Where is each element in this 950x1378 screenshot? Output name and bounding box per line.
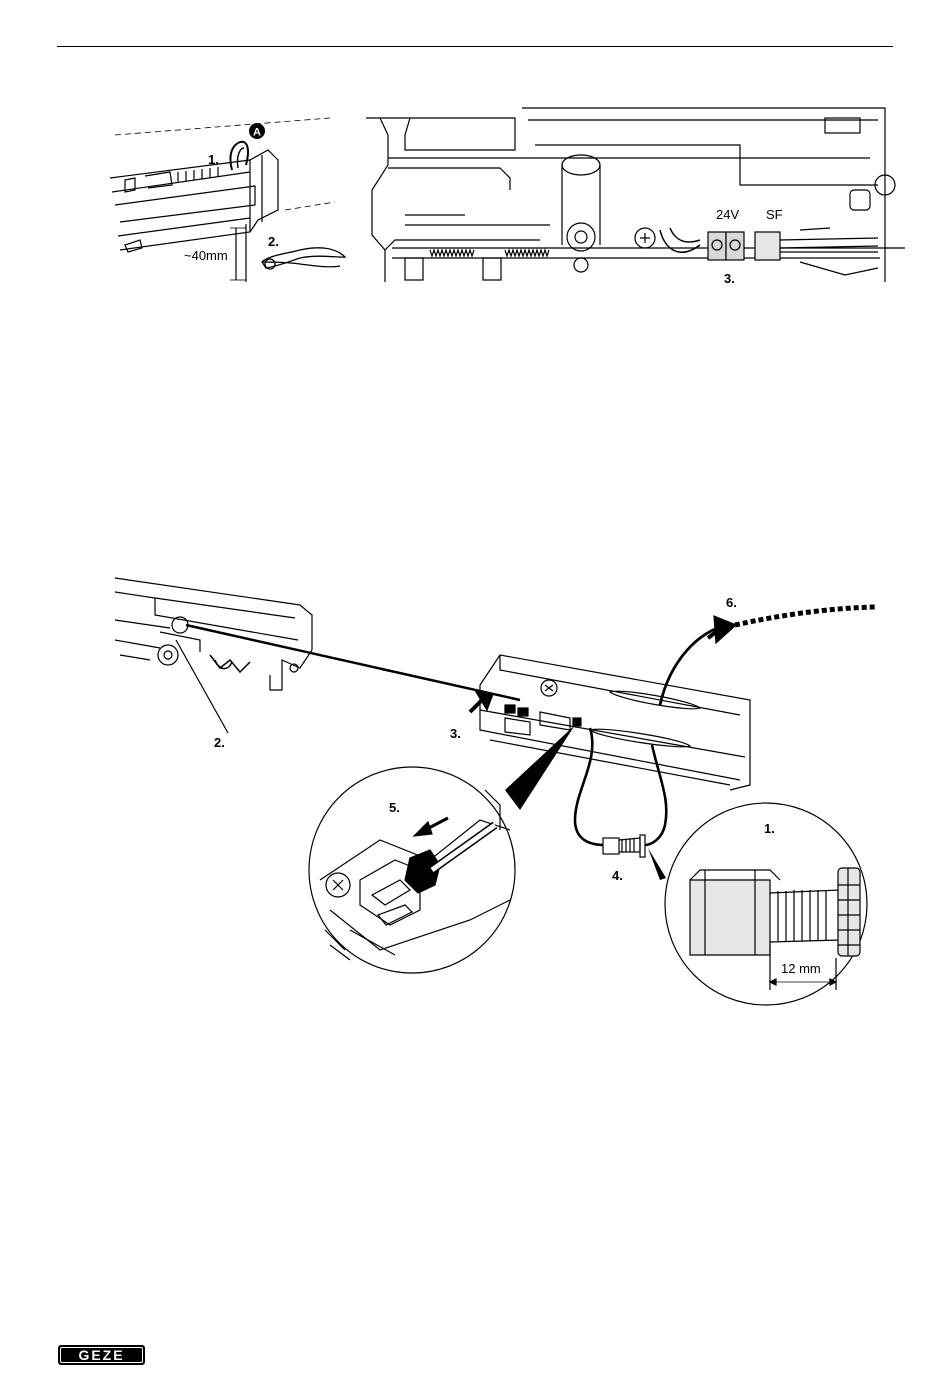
bottom-step-4-label: 4. bbox=[612, 868, 623, 883]
logo-text: GEZE bbox=[78, 1348, 124, 1362]
bottom-step-5-label: 5. bbox=[389, 800, 400, 815]
geze-logo: GEZE bbox=[58, 1345, 145, 1365]
detail-12mm-label: 12 mm bbox=[781, 961, 821, 976]
detail-step-1-label: 1. bbox=[764, 821, 775, 836]
bottom-step-2-label: 2. bbox=[214, 735, 225, 750]
figure-bottom-illustration: 2. 3. 4. 5. 6. 1. 12 mm bbox=[0, 0, 950, 1030]
bottom-step-6-label: 6. bbox=[726, 595, 737, 610]
bottom-step-3-label: 3. bbox=[450, 726, 461, 741]
